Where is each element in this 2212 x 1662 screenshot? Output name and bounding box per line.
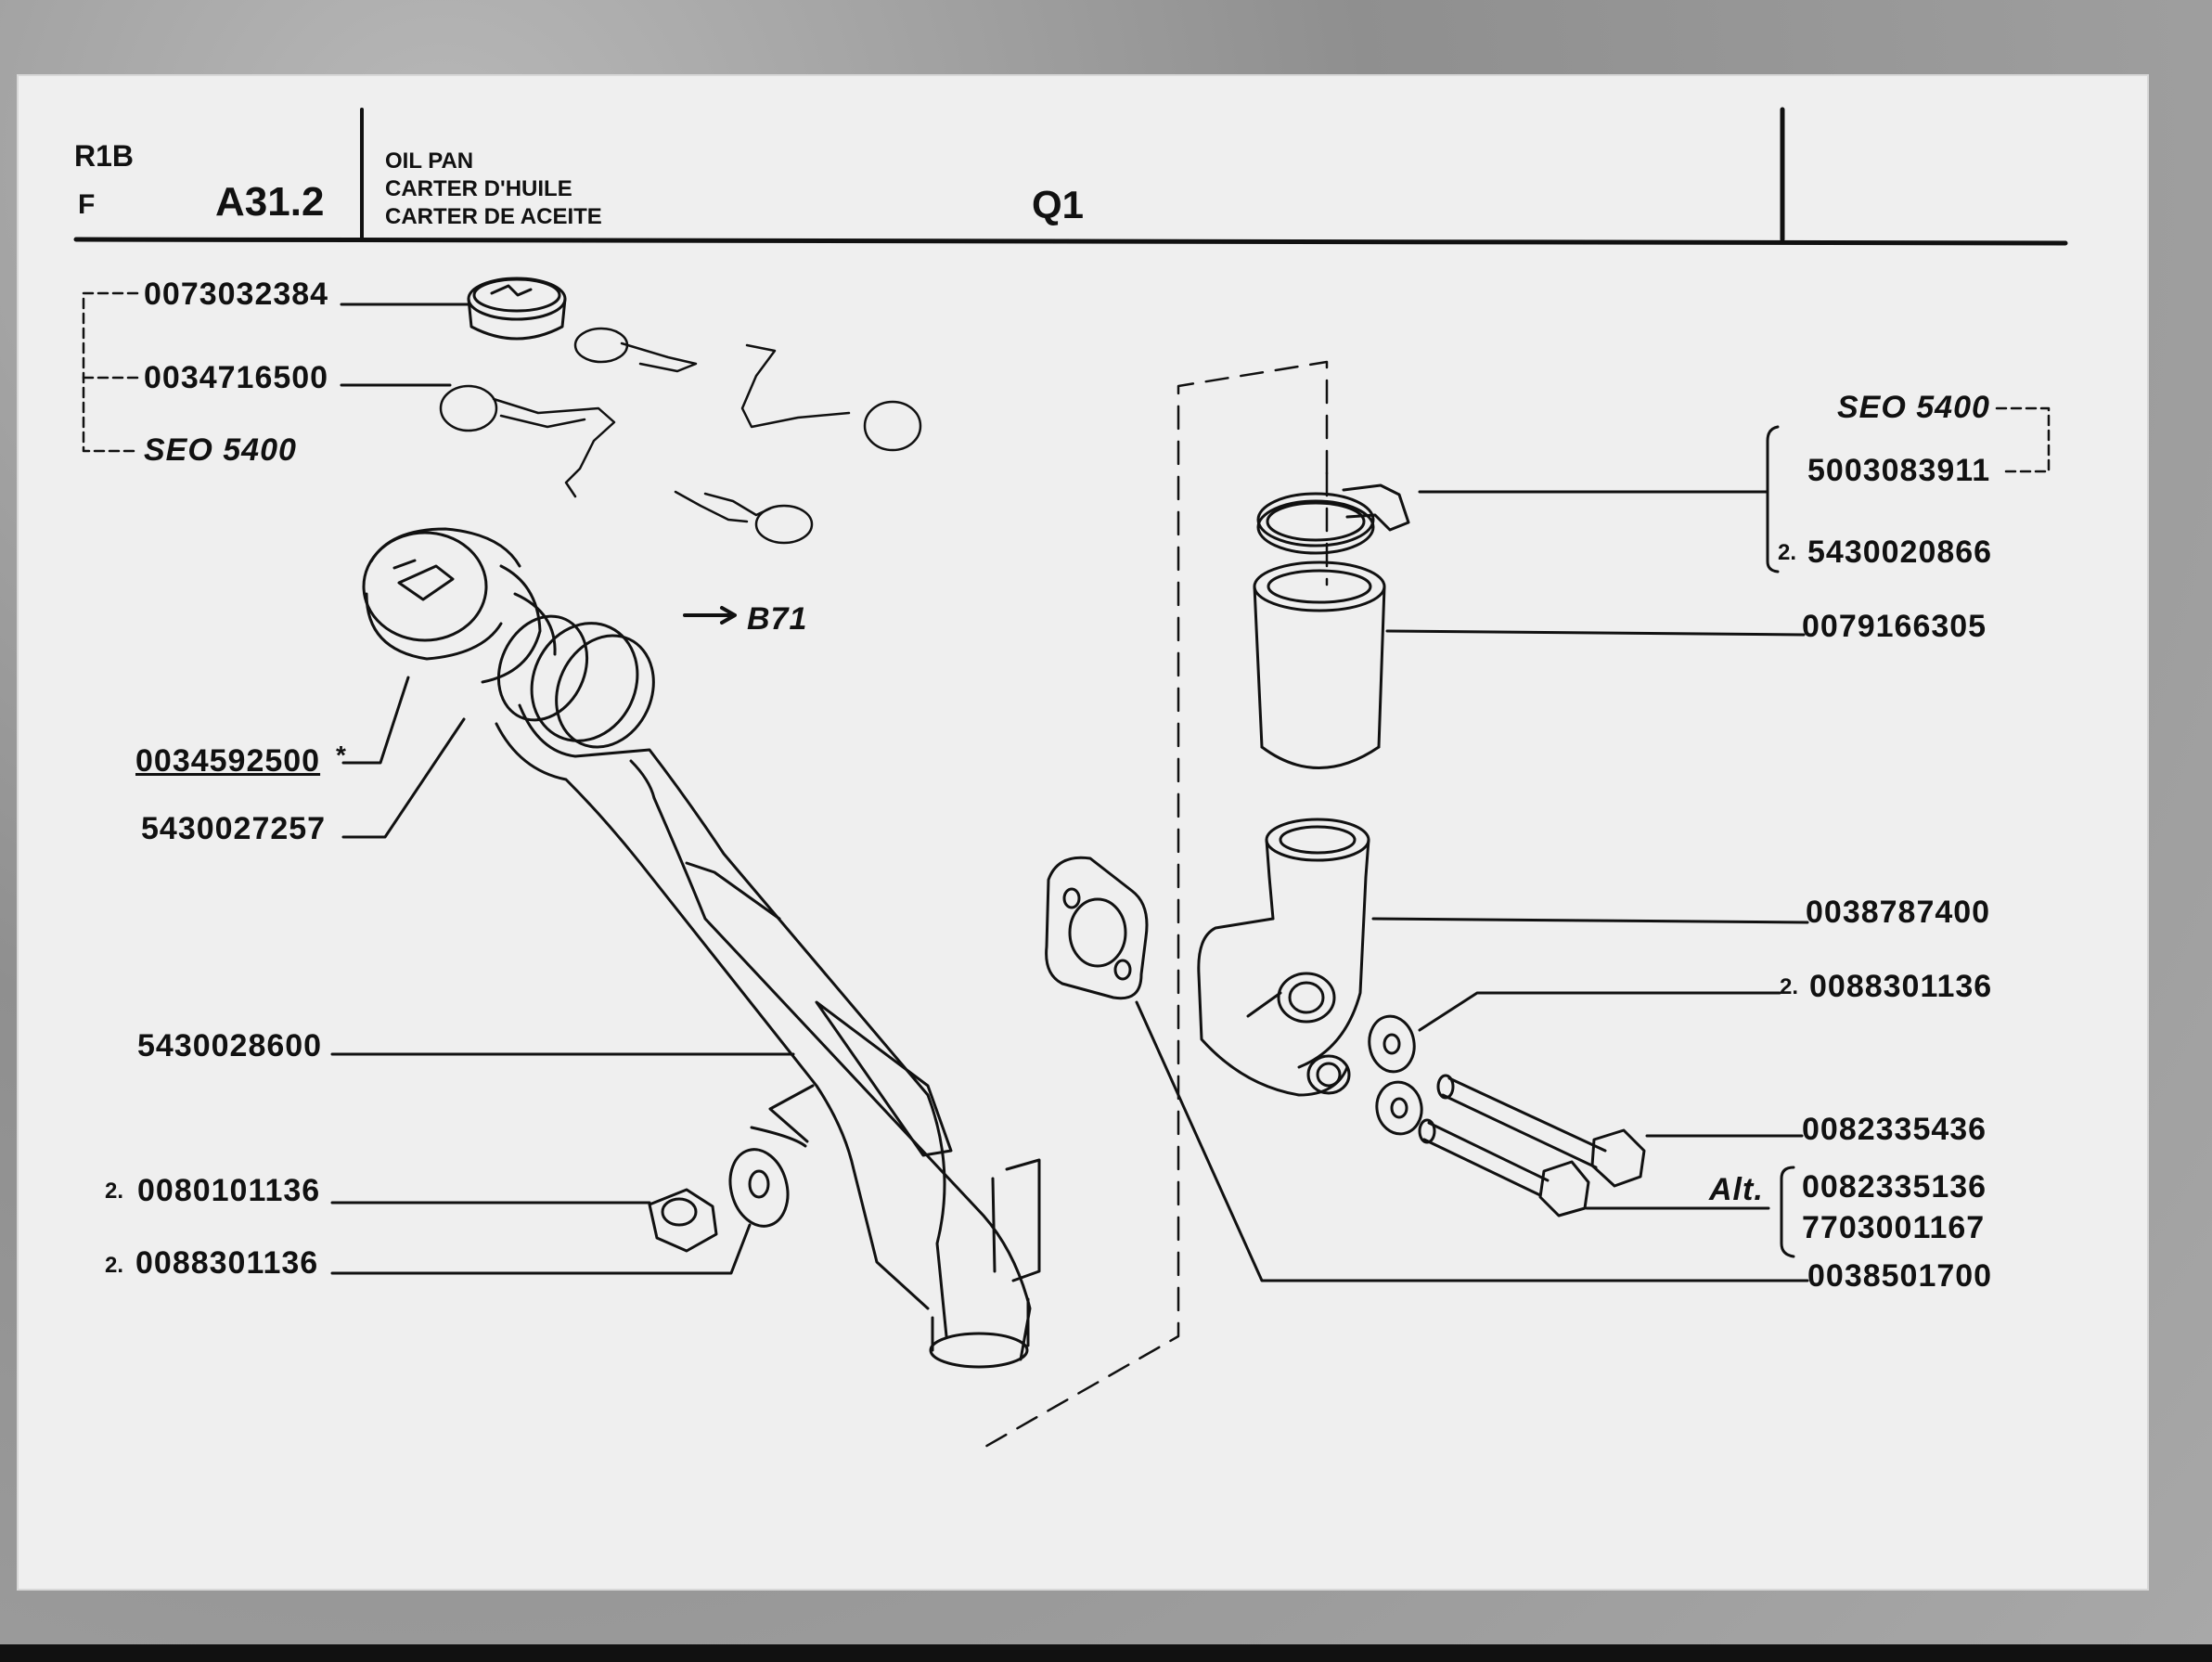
part-number-label: 0073032384 [144, 277, 329, 312]
part-number-label: 5430027257 [141, 811, 327, 846]
section-number: A31.2 [215, 179, 325, 225]
catalog-page [19, 76, 2147, 1589]
quantity-label: 2. [1778, 540, 1797, 565]
quantity-label: 2. [1780, 974, 1799, 999]
alt-bracket [1780, 1166, 1795, 1258]
part-number-label: 5430020866 [1807, 535, 1993, 570]
nut-washer-drawing [648, 1148, 790, 1253]
variant-code: Q1 [1032, 183, 1085, 226]
title-english: OIL PAN [385, 148, 474, 174]
quantity-label: 2. [105, 1253, 124, 1278]
scan-edge [0, 1644, 2212, 1662]
title-french: CARTER D'HUILE [385, 176, 572, 201]
part-number-label: 0082335136 [1802, 1169, 1987, 1205]
oil-dipstick-cap-drawing [362, 527, 655, 749]
leader-lines [330, 303, 1809, 1282]
right-part-bracket [1766, 425, 1780, 573]
header-rule [73, 237, 2068, 246]
part-number-label: 0038501700 [1807, 1258, 1993, 1294]
part-number-label: 0079166305 [1802, 609, 1987, 644]
small-filler-cap-drawing [467, 277, 567, 341]
washers-drawing [1368, 1014, 1423, 1136]
part-number-label: 5430028600 [137, 1028, 323, 1063]
bolts-drawing [1418, 1074, 1646, 1218]
part-number-label: 5003083911 [1807, 453, 1991, 488]
model-code: R1B [74, 139, 135, 173]
gasket-drawing [1045, 856, 1149, 1000]
language-code: F [78, 189, 96, 220]
quantity-label: 2. [105, 1179, 124, 1204]
elbow-fitting-drawing [1197, 818, 1370, 1097]
part-number-label: 0080101136 [137, 1173, 321, 1208]
cross-reference-label: B71 [747, 601, 808, 637]
dipstick-tube-drawing [495, 703, 1041, 1369]
part-number-label: 0088301136 [1809, 969, 1993, 1004]
part-number-label: 0088301136 [135, 1245, 319, 1281]
part-number-label: 0082335436 [1802, 1112, 1987, 1147]
left-seo-bracket [82, 291, 143, 453]
part-number-label: 7703001167 [1802, 1210, 1986, 1245]
right-seo-bracket [1995, 406, 2051, 473]
hose-drawing [1253, 560, 1386, 769]
part-number-label: 0038787400 [1806, 895, 1991, 930]
assembly-dashed-outline [982, 360, 1329, 1449]
asterisk-note: * [336, 741, 346, 769]
chain-drawing [439, 327, 922, 545]
title-spanish: CARTER DE ACEITE [385, 204, 602, 229]
seo-reference-label: SEO 5400 [144, 432, 297, 468]
hose-clamp-drawing [1256, 483, 1410, 555]
part-number-label: 0034592500 [135, 743, 321, 779]
alternative-label: Alt. [1709, 1172, 1764, 1207]
arrow-b71 [683, 606, 737, 625]
seo-reference-label: SEO 5400 [1837, 390, 1990, 425]
part-number-label: 0034716500 [144, 360, 329, 395]
